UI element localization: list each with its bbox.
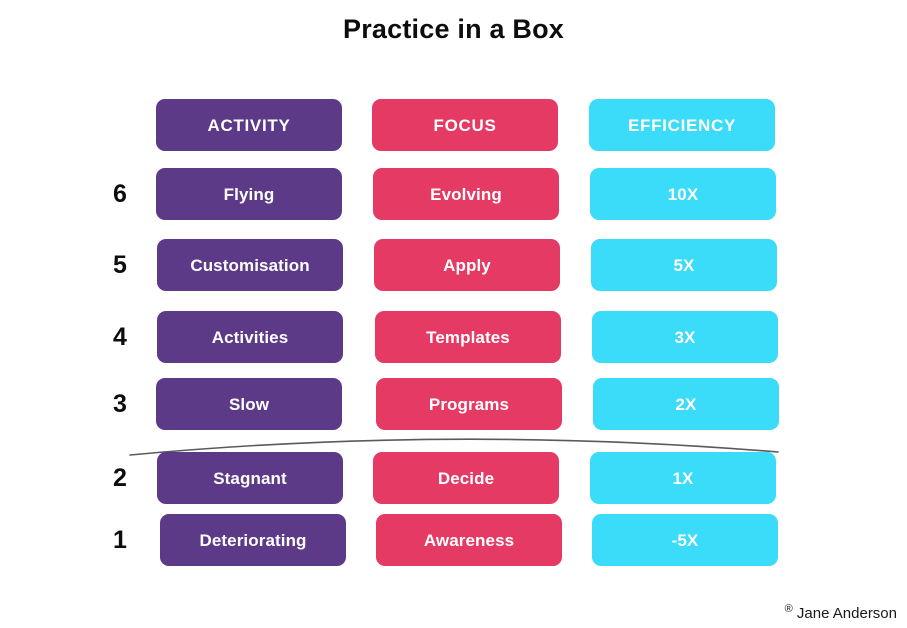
row-level-4-label: 4 <box>113 322 127 351</box>
column-header-efficiency: EFFICIENCY <box>589 99 775 151</box>
column-header-activity-label: ACTIVITY <box>207 115 291 135</box>
page-title: Practice in a Box <box>343 14 564 44</box>
cell-activity-4: Activities <box>157 311 343 363</box>
cell-activity-5-label: Customisation <box>190 255 310 275</box>
cell-activity-5: Customisation <box>157 239 343 291</box>
cell-efficiency-6-label: 10X <box>667 184 699 204</box>
cell-focus-4-label: Templates <box>426 327 510 347</box>
column-header-focus-label: FOCUS <box>433 115 497 135</box>
cell-focus-5-label: Apply <box>443 255 491 275</box>
row-level-3-label: 3 <box>113 389 127 418</box>
cell-efficiency-4-label: 3X <box>674 327 696 347</box>
cell-efficiency-2-label: 1X <box>672 468 694 488</box>
column-header-focus: FOCUS <box>372 99 558 151</box>
cell-activity-2: Stagnant <box>157 452 343 504</box>
row-level-6-label: 6 <box>113 179 127 208</box>
cell-focus-6-label: Evolving <box>430 184 502 204</box>
cell-efficiency-5: 5X <box>591 239 777 291</box>
cell-focus-1-label: Awareness <box>423 530 515 550</box>
row-level-4: 4 <box>100 311 140 363</box>
cell-efficiency-5-label: 5X <box>673 255 695 275</box>
cell-focus-5: Apply <box>374 239 560 291</box>
row-level-3: 3 <box>100 378 140 430</box>
row-level-5: 5 <box>100 239 140 291</box>
cell-focus-3-label: Programs <box>428 394 510 414</box>
cell-focus-4: Templates <box>375 311 561 363</box>
cell-efficiency-2: 1X <box>590 452 776 504</box>
cell-focus-2: Decide <box>373 452 559 504</box>
cell-activity-3-label: Slow <box>228 394 270 414</box>
cell-activity-6-label: Flying <box>223 184 275 204</box>
cell-efficiency-3: 2X <box>593 378 779 430</box>
row-level-5-label: 5 <box>113 250 127 279</box>
copyright-name: Jane Anderson <box>792 605 897 622</box>
column-header-activity: ACTIVITY <box>156 99 342 151</box>
cell-activity-1: Deteriorating <box>160 514 346 566</box>
column-header-efficiency-label: EFFICIENCY <box>627 115 737 135</box>
cell-activity-2-label: Stagnant <box>213 468 287 488</box>
row-level-2-label: 2 <box>113 463 127 492</box>
cell-focus-3: Programs <box>376 378 562 430</box>
cell-focus-2-label: Decide <box>437 468 495 488</box>
cell-activity-1-label: Deteriorating <box>199 530 307 550</box>
cell-efficiency-1-label: -5X <box>671 530 699 550</box>
cell-efficiency-3-label: 2X <box>675 394 697 414</box>
cell-activity-6: Flying <box>156 168 342 220</box>
row-level-2: 2 <box>100 452 140 504</box>
row-level-1: 1 <box>100 514 140 566</box>
cell-efficiency-1: -5X <box>592 514 778 566</box>
row-level-1-label: 1 <box>113 525 127 554</box>
row-level-6: 6 <box>100 168 140 220</box>
cell-efficiency-4: 3X <box>592 311 778 363</box>
registered-mark-icon: ® <box>784 603 793 615</box>
cell-efficiency-6: 10X <box>590 168 776 220</box>
cell-activity-3: Slow <box>156 378 342 430</box>
cell-focus-1: Awareness <box>376 514 562 566</box>
cell-focus-6: Evolving <box>373 168 559 220</box>
cell-activity-4-label: Activities <box>211 327 289 347</box>
copyright-credit: ® Jane Anderson <box>784 603 897 623</box>
